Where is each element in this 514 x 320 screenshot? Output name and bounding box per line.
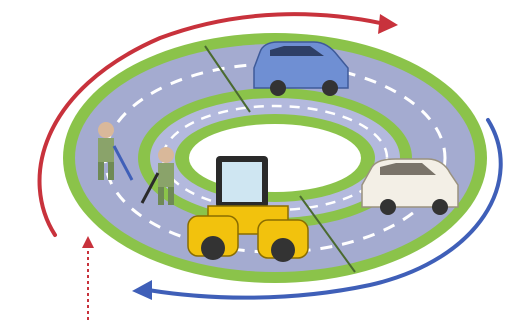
- road-roller-icon: [187, 156, 309, 262]
- counterclockwise-arrowhead: [132, 280, 152, 300]
- worker-sweeping-icon: [98, 122, 134, 181]
- dotted-arrowhead: [82, 236, 94, 248]
- counterclockwise-arrow-icon: [146, 118, 503, 300]
- track-seam-top: [204, 45, 251, 113]
- car-icon: [361, 158, 459, 215]
- center-hole: [189, 124, 361, 192]
- car-icon: [253, 41, 349, 96]
- worker-sweeping-icon: [140, 147, 174, 205]
- clockwise-arrowhead: [378, 14, 398, 34]
- track-seam-bottom: [299, 195, 356, 273]
- clockwise-arrow-icon: [37, 12, 387, 237]
